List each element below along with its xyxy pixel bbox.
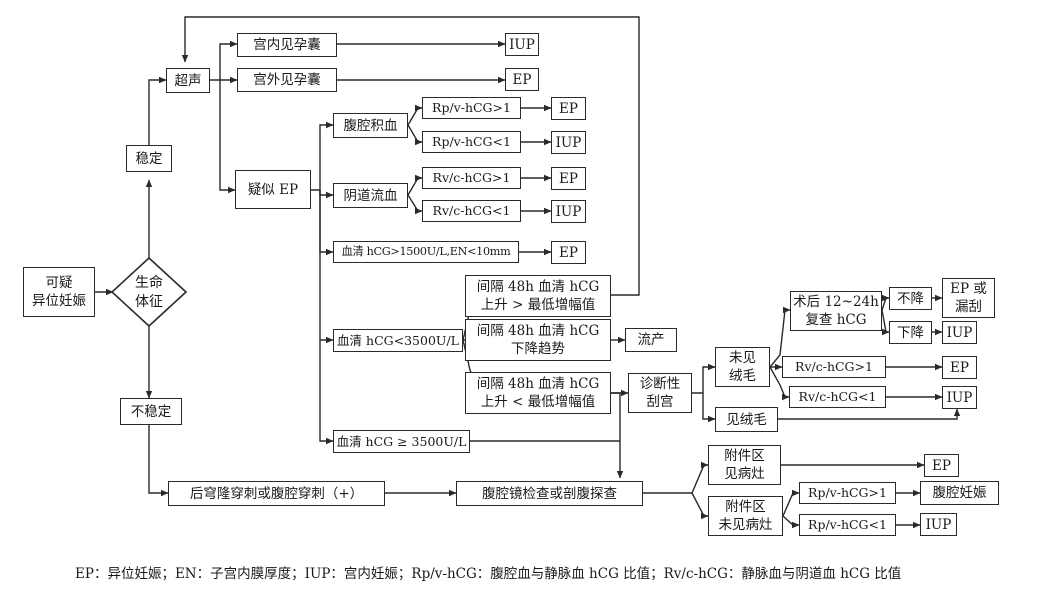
arrow-novilli-lt xyxy=(769,366,790,401)
arrow-suspect-fan xyxy=(311,121,334,191)
iup-box-3: IUP xyxy=(551,200,586,223)
arrow-novilli-recheck xyxy=(769,306,791,368)
start-box: 可疑 异位妊娠 xyxy=(23,267,95,317)
adnexa-no-lesion-box: 附件区 未见病灶 xyxy=(708,496,783,536)
hcg-ge3500-box: 血清 hCG ≥ 3500U/L xyxy=(333,430,470,453)
unstable-box: 不稳定 xyxy=(120,398,182,425)
arrow-recheck-nodrop xyxy=(881,294,890,311)
iup-box-5: IUP xyxy=(942,386,977,409)
rpv-gt1-box: Rp/v-hCG>1 xyxy=(422,97,521,119)
arrow-stable-us xyxy=(148,76,167,145)
ep-box-6: EP xyxy=(924,454,959,477)
ep-box-4: EP xyxy=(551,241,586,264)
rpv-lt1-box: Rp/v-hCG<1 xyxy=(422,131,521,153)
stable-box: 稳定 xyxy=(126,145,172,172)
iup-box-4: IUP xyxy=(942,321,977,344)
arrow-recheck-drop xyxy=(881,309,890,336)
footnote-legend: EP：异位妊娠；EN：子宫内膜厚度；IUP：宫内妊娠；Rp/v-hCG：腹腔血与… xyxy=(75,566,902,582)
iup-box-1: IUP xyxy=(505,33,539,56)
rise-above-box: 间隔 48h 血清 hCG 上升 > 最低增幅值 xyxy=(465,275,611,317)
arrow-suspect-bleed xyxy=(319,190,334,199)
ultrasound-box: 超声 xyxy=(166,68,210,93)
rvc-gt1-b-box: Rv/c-hCG>1 xyxy=(782,356,886,378)
arrow-hemo-lt xyxy=(407,124,423,146)
ep-box-2: EP xyxy=(551,97,586,120)
arrow-nolesion-gt xyxy=(782,489,800,517)
rvc-lt1-b-box: Rv/c-hCG<1 xyxy=(789,386,886,408)
hemoperitoneum-box: 腹腔积血 xyxy=(333,113,408,138)
hcg-lt3500-box: 血清 hCG<3500U/L xyxy=(333,329,463,352)
rise-below-box: 间隔 48h 血清 hCG 上升 < 最低增幅值 xyxy=(465,372,611,414)
arrow-hemo-gt xyxy=(407,104,423,126)
arrow-suspect-1500 xyxy=(319,190,334,256)
ep-box-5: EP xyxy=(942,356,977,379)
arrow-suspect-3500 xyxy=(319,190,334,344)
arrow-us-branch xyxy=(210,40,238,81)
arrow-lap-nolesion xyxy=(691,492,709,520)
arrow-us-suspect xyxy=(219,80,236,194)
drop-box: 下降 xyxy=(889,321,932,344)
arrow-cur-lap xyxy=(611,392,624,479)
adnexa-lesion-box: 附件区 见病灶 xyxy=(708,445,781,485)
rpv-gt1-b-box: Rp/v-hCG>1 xyxy=(799,482,896,504)
vital-diamond-shape xyxy=(110,256,188,328)
arrow-bleed-gt xyxy=(407,174,423,196)
arrow-loop-back xyxy=(181,16,640,296)
intra-sac-box: 宫内见孕囊 xyxy=(237,33,337,57)
arrow-cur-split xyxy=(692,363,716,394)
no-drop-box: 不降 xyxy=(889,287,932,310)
iup-box-6: IUP xyxy=(920,513,957,536)
villi-box: 见绒毛 xyxy=(715,407,778,432)
no-villi-box: 未见 绒毛 xyxy=(715,347,770,387)
arrow-suspect-ge3500 xyxy=(319,340,334,445)
arrow-lap-split xyxy=(643,461,709,494)
decline-box: 间隔 48h 血清 hCG 下降趋势 xyxy=(465,319,611,361)
hcg-gt1500-box: 血清 hCG>1500U/L,EN<10mm xyxy=(333,241,519,263)
rvc-lt1-box: Rv/c-hCG<1 xyxy=(422,200,521,222)
culdocentesis-box: 后穹隆穿刺或腹腔穿刺（+） xyxy=(168,481,385,506)
recheck-hcg-box: 术后 12~24h 复查 hCG xyxy=(790,291,882,331)
arrow-unstable-culdo xyxy=(148,425,169,497)
curettage-box: 诊断性 刮宫 xyxy=(628,373,692,413)
arrow-nolesion-lt xyxy=(782,515,800,529)
rvc-gt1-box: Rv/c-hCG>1 xyxy=(422,167,521,189)
vital-signs-label: 生命 体征 xyxy=(135,275,163,310)
abdominal-pregnancy-box: 腹腔妊娠 xyxy=(920,481,999,505)
vaginal-bleeding-box: 阴道流血 xyxy=(333,183,408,208)
suspect-ep-box: 疑似 EP xyxy=(235,170,311,209)
ep-or-missed-box: EP 或 漏刮 xyxy=(942,278,995,318)
iup-box-2: IUP xyxy=(551,131,586,154)
ep-box-3: EP xyxy=(551,167,586,190)
arrow-bleed-lt xyxy=(407,194,423,215)
laparoscopy-box: 腹腔镜检查或剖腹探查 xyxy=(456,481,643,506)
arrow-villi-iup xyxy=(778,408,961,420)
ep-box-1: EP xyxy=(505,68,539,91)
abortion-box: 流产 xyxy=(625,328,677,352)
extra-sac-box: 宫外见孕囊 xyxy=(237,68,337,92)
arrow-cur-villi xyxy=(702,393,716,423)
rpv-lt1-b-box: Rp/v-hCG<1 xyxy=(799,514,896,536)
